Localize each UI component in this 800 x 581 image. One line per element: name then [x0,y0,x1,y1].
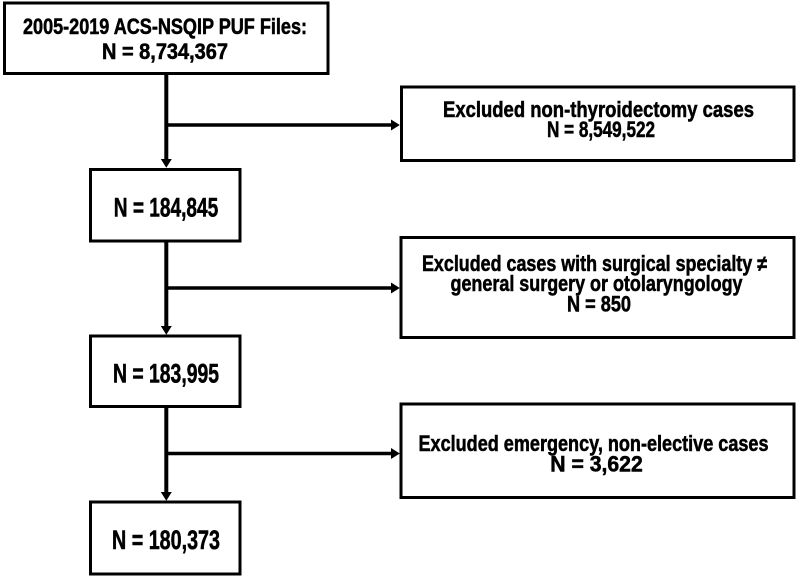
svg-text:N = 180,373: N = 180,373 [112,525,220,555]
svg-text:N = 8,549,522: N = 8,549,522 [547,117,655,142]
svg-text:Excluded cases with surgical s: Excluded cases with surgical specialty ≠ [422,251,767,276]
svg-text:2005-2019 ACS-NSQIP PUF Files:: 2005-2019 ACS-NSQIP PUF Files: [23,14,307,39]
svg-text:general surgery or otolaryngol: general surgery or otolaryngology [451,271,744,296]
svg-text:Excluded non-thyroidectomy cas: Excluded non-thyroidectomy cases [443,97,754,122]
svg-text:Excluded emergency, non-electi: Excluded emergency, non-elective cases [419,431,769,456]
svg-text:N = 850: N = 850 [567,292,631,317]
svg-text:N = 183,995: N = 183,995 [113,359,219,389]
svg-text:N = 184,845: N = 184,845 [114,193,219,223]
svg-text:N = 8,734,367: N = 8,734,367 [102,39,228,64]
svg-text:N = 3,622: N = 3,622 [550,452,643,477]
